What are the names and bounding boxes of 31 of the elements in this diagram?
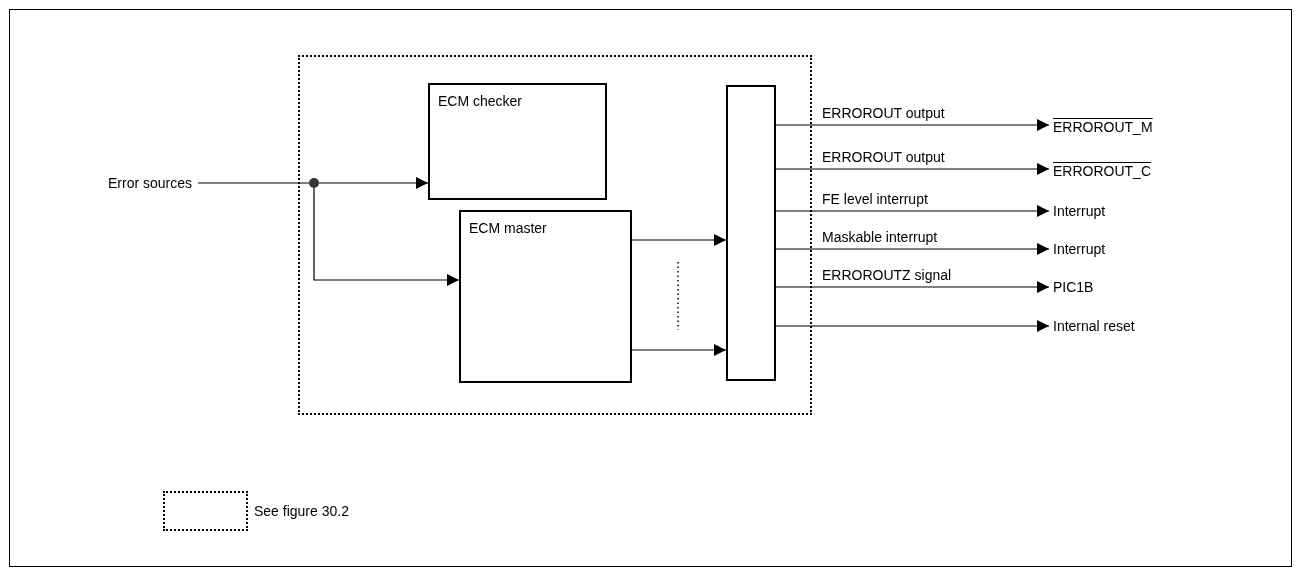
signal-name: ERROROUT_M [1053, 117, 1153, 135]
signal-name: PIC1B [1053, 279, 1094, 295]
junction-dot [309, 178, 319, 188]
input-label: Error sources [108, 175, 193, 191]
arrow [775, 205, 1050, 217]
edge-label: Maskable interrupt [822, 229, 938, 245]
signal-name: Interrupt [1053, 241, 1106, 257]
arrow [775, 281, 1050, 293]
signal-name: Internal reset [1053, 318, 1135, 334]
block-title: ECM checker [438, 93, 523, 109]
arrow [775, 163, 1050, 175]
master-block [459, 210, 632, 383]
signal-name: ERROROUT_C [1053, 161, 1151, 179]
edge-label: FE level interrupt [822, 191, 928, 207]
arrow [318, 177, 429, 189]
edge-label: ERROROUT output [822, 105, 945, 121]
output-block [726, 85, 776, 381]
signal-name: Interrupt [1053, 203, 1106, 219]
block-title: ECM master [469, 220, 547, 236]
connector-line [197, 182, 310, 184]
legend-text: See figure 30.2 [254, 503, 349, 519]
checker-block [428, 83, 607, 200]
arrow [313, 187, 460, 286]
arrow [631, 234, 727, 246]
arrow [631, 344, 727, 356]
arrow [775, 243, 1050, 255]
arrow [775, 119, 1050, 131]
edge-label: ERROROUTZ signal [822, 267, 952, 283]
arrow [775, 320, 1050, 332]
edge-label: ERROROUT output [822, 149, 945, 165]
dotted-region [298, 55, 812, 415]
